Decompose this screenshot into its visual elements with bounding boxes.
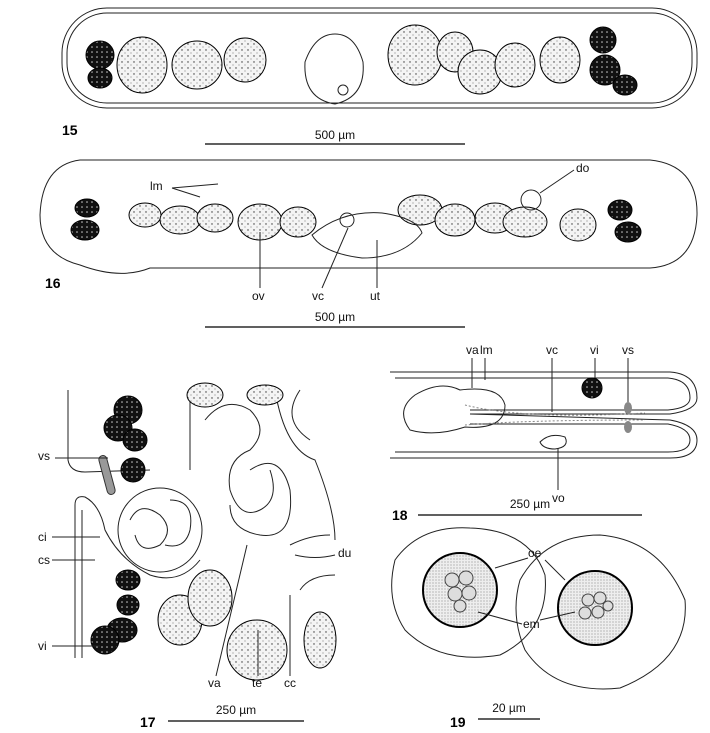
testis (226, 619, 288, 681)
vagina (403, 385, 506, 434)
ventral-sucker (339, 212, 355, 228)
figure-number: 16 (45, 275, 61, 291)
label-vs: vs (38, 449, 50, 463)
body-outline (390, 371, 698, 459)
testis (539, 36, 581, 84)
vaginal-canal (464, 404, 646, 426)
figure-16: lm do ov vc ut 16 500 µm (39, 159, 698, 328)
figure-number: 15 (62, 122, 78, 138)
testis (159, 205, 201, 235)
ductus (289, 534, 336, 558)
vitellarium (87, 67, 113, 89)
vitellarium (614, 221, 642, 243)
testis (246, 384, 284, 406)
label-lm: lm (150, 179, 163, 193)
cirrus-sac (117, 487, 203, 573)
scale-label: 20 µm (492, 701, 526, 715)
testes-vitellaria-group (90, 382, 337, 681)
testes-group (85, 24, 638, 96)
vitellarium (612, 74, 638, 96)
testis (434, 203, 476, 237)
uterus (311, 212, 423, 259)
label-te: te (252, 676, 262, 690)
tegument-outline (66, 12, 693, 104)
vitellarium (70, 219, 100, 241)
egg-outer-envelope (515, 534, 686, 690)
ovary-group (70, 194, 642, 243)
vitellarium (115, 569, 141, 591)
label-vi: vi (590, 343, 599, 357)
label-em: em (523, 617, 540, 631)
vitellarium (122, 428, 148, 452)
label-oe: oe (528, 546, 542, 560)
testis (186, 382, 224, 408)
label-vc: vc (312, 289, 324, 303)
vitellarium (90, 625, 120, 655)
testis (223, 37, 267, 83)
vesicula-seminalis (98, 455, 116, 495)
testis (559, 208, 597, 242)
label-va: va (466, 343, 479, 357)
testis (196, 203, 234, 233)
label-ut: ut (370, 289, 381, 303)
label-vi: vi (38, 639, 47, 653)
figure-18: va lm vc vi vs vo 18 250 µm (390, 343, 698, 523)
body-outline (39, 159, 698, 274)
label-ov: ov (252, 289, 265, 303)
testis (457, 49, 503, 95)
testis (116, 36, 168, 94)
vitellarium (607, 199, 633, 221)
egg-outer-envelope (391, 527, 546, 658)
vaginal-opening (539, 434, 567, 450)
label-du: du (338, 546, 351, 560)
vitellarium (589, 26, 617, 54)
figure-15: 15 500 µm (61, 7, 698, 145)
testis (128, 202, 162, 228)
figure-number: 19 (450, 714, 466, 730)
body-wall (67, 390, 151, 473)
testis (494, 42, 536, 88)
label-lm: lm (480, 343, 493, 357)
body-outline (61, 7, 698, 109)
vitellarium (74, 198, 100, 218)
label-cs: cs (38, 553, 50, 567)
label-cc: cc (284, 676, 296, 690)
testis (187, 569, 233, 627)
scale-label: 500 µm (315, 128, 355, 142)
label-vo: vo (552, 491, 565, 505)
vitellarium (589, 54, 621, 86)
label-vc: vc (546, 343, 558, 357)
testis (279, 206, 317, 238)
seminal-vesicle-coils (204, 403, 292, 536)
vitellarium (120, 457, 146, 483)
label-va: va (208, 676, 221, 690)
vitellarium (85, 40, 115, 70)
vitellarium (581, 377, 603, 399)
label-ci: ci (38, 530, 47, 544)
testis (387, 24, 443, 86)
figure-17: vs ci cs vi du va te cc 17 250 µm (38, 382, 351, 730)
figure-number: 18 (392, 507, 408, 523)
figure-number: 17 (140, 714, 156, 730)
scale-label: 500 µm (315, 310, 355, 324)
scale-label: 250 µm (510, 497, 550, 511)
label-vs: vs (622, 343, 634, 357)
sucker-pore (337, 84, 349, 96)
label-do: do (576, 161, 590, 175)
figure-19: oe em 19 20 µm (391, 527, 686, 730)
testis (171, 40, 223, 90)
testis (502, 206, 548, 238)
ventral-sucker (304, 33, 364, 105)
vitellarium (116, 594, 140, 616)
dorsal-organ (520, 189, 542, 211)
testis (303, 611, 337, 669)
scale-label: 250 µm (216, 703, 256, 717)
cirrus-sac-wall (74, 496, 201, 658)
